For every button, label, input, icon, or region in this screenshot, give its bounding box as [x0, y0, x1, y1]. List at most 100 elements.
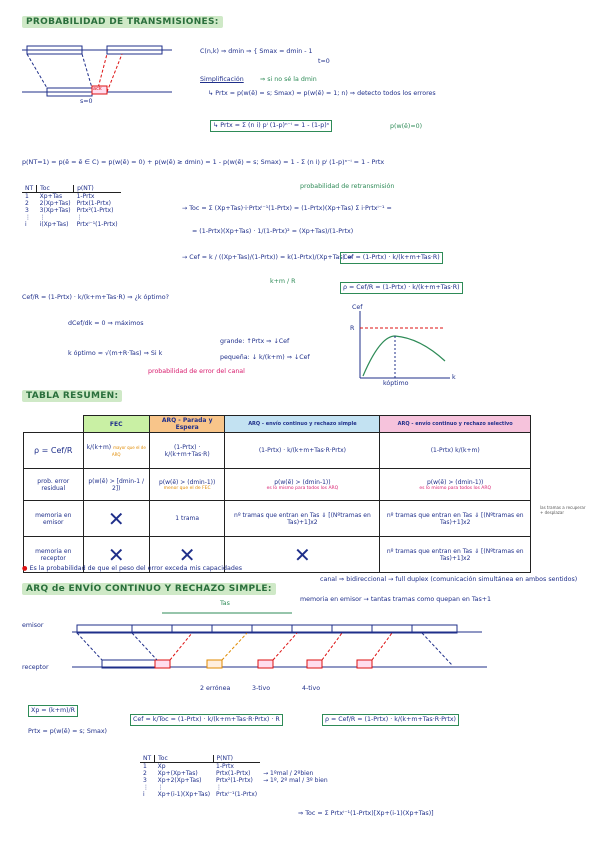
label-erronea: 2 errónea — [200, 685, 231, 692]
table-row: prob. error residual p(w(ē) > [dmin-1 / … — [23, 468, 531, 501]
prtx-line-2: ↳ Prtx = Σ (n i) pⁱ (1-p)ⁿ⁻ⁱ = 1 - (1-p)… — [210, 120, 333, 132]
col-header: p(NT) — [73, 185, 121, 193]
cnk-line: C(n,k) ⇒ dmin ⇒ { Smax = dmin - 1 — [200, 48, 313, 55]
cell: 2(Xp+Tas) — [39, 200, 71, 207]
col-header: P(NT) — [213, 755, 261, 763]
cell: Xp+(Xp+Tas) — [157, 770, 198, 777]
cell: 1-Prtx — [216, 763, 234, 770]
receptor-label: receptor — [22, 664, 49, 671]
graph-x-label: k — [452, 374, 456, 381]
k-pequena: pequeña: ↓ k/(k+m) ⇒ ↓Cef — [220, 354, 310, 361]
col-arq-rsel: ARQ - envío continuo y rechazo selectivo — [379, 415, 531, 433]
graph-y-label: Cef — [352, 304, 363, 311]
graph-kopt-label: kóptimo — [383, 380, 409, 387]
cell: i — [143, 791, 145, 798]
side-note: las tramas a recuperar + desplazar — [540, 505, 586, 515]
cell: k/(k+m) mayor que el de ARQ — [82, 432, 150, 469]
table-row: i Xp+(i-1)(Xp+Tas) Prtxⁱ⁻¹(1-Prtx) — [140, 791, 331, 798]
cell: Xp+2(Xp+Tas) — [157, 777, 202, 784]
cell — [260, 784, 331, 791]
cell: (1-Prtx) · k/(k+m+Tas·R·Prtx) — [224, 432, 381, 469]
cell: Prtxⁱ⁻¹(1-Prtx) — [216, 791, 258, 798]
row-label: memoria en receptor — [23, 536, 84, 573]
km-note: k+m / R — [270, 278, 296, 285]
col-arq-rs: ARQ - envío continuo y rechazo simple — [224, 415, 381, 433]
rho-box: ρ = Cef/R = (1-Prtx) · k/(k+m+Tas·R) — [340, 282, 463, 294]
col-fec: FEC — [82, 415, 150, 433]
ack-label: ack — [93, 86, 102, 92]
cell: i(Xp+Tas) — [39, 221, 69, 228]
title-arq-continuo: ARQ de ENVÍO CONTINUO Y RECHAZO SIMPLE: — [22, 583, 276, 595]
cef-line: → Cef = k / ((Xp+Tas)/(1-Prtx)) = k(1-Pr… — [182, 254, 353, 261]
footnote: ● Es la probabilidad de que el peso del … — [22, 565, 242, 573]
cell: (1-Prtx) · k/(k+m+Tas·R) — [148, 432, 226, 469]
cell: p(w(ē) > (dmin-1))menor que el de FEC — [148, 468, 226, 501]
cell: p(w(ē) > (dmin-1))es lo mismo para todos… — [224, 468, 381, 501]
cell: (1-Prtx) k/(k+m) — [379, 432, 531, 469]
cross-icon: ✕ — [224, 536, 381, 573]
cell: Xp+(i-1)(Xp+Tas) — [157, 791, 211, 798]
cell: Xp — [157, 763, 166, 770]
cell: 2 — [25, 200, 29, 207]
cell: ⋮ — [216, 784, 223, 791]
graph-r-label: R — [350, 325, 355, 332]
title-probabilidad: PROBABILIDAD DE TRANSMISIONES: — [22, 16, 223, 28]
row-label: ρ = Cef/R — [23, 432, 84, 469]
timing-diagram-1 — [22, 45, 172, 97]
cell-value: p(w(ē) > (dmin-1)) — [274, 478, 331, 486]
cell-value: k/(k+m) — [86, 443, 112, 451]
empty-corner — [24, 416, 84, 433]
cell-value: p(w(ē) > (dmin-1)) — [158, 478, 216, 486]
cross-icon: ✕ — [82, 536, 150, 573]
cell-note: menor que el de FEC — [163, 485, 211, 491]
cell: Prtx(1-Prtx) — [76, 200, 112, 207]
row-label: memoria en emisor — [23, 500, 84, 537]
summary-table: FEC ARQ - Parada y Espera ARQ - envío co… — [23, 415, 531, 573]
toc-line-2: = (1-Prtx)(Xp+Tas) · 1/(1-Prtx)² = (Xp+T… — [192, 228, 354, 235]
col-header: Toc — [154, 755, 214, 763]
tas-label: Tas — [220, 600, 230, 607]
row-label: prob. error residual — [23, 468, 84, 501]
cell: ⋮ — [143, 784, 149, 791]
cell: ⋮ — [39, 214, 46, 221]
col-arq-pe: ARQ - Parada y Espera — [148, 415, 226, 433]
label-4tivo: 4-tivo — [302, 685, 321, 692]
cell: → 1ºmal / 2ºbien — [263, 770, 314, 777]
arq-timing-diagram — [72, 612, 487, 669]
cell-note: es lo mismo para todos los ARQ — [419, 485, 491, 491]
simplificacion-label: Simplificación — [200, 76, 244, 83]
col-header: NT — [140, 755, 156, 763]
cell: 1 — [143, 763, 147, 770]
cell — [260, 755, 331, 763]
cef-box: Cef = (1-Prtx) · k/(k+m+Tas·R) — [340, 252, 443, 264]
table-row: ρ = Cef/R k/(k+m) mayor que el de ARQ (1… — [23, 432, 531, 469]
cell-note: es lo mismo para todos los ARQ — [266, 485, 339, 491]
cell: 3(Xp+Tas) — [39, 207, 71, 214]
cell: nº tramas que entran en Tas ⇓ [(Nºtramas… — [379, 500, 531, 537]
col-header: NT — [22, 185, 38, 193]
table-row: memoria en receptor ✕ ✕ ✕ nº tramas que … — [23, 536, 531, 573]
cell: nº tramas que entran en Tas ⇓ [(Nºtramas… — [224, 500, 381, 537]
emisor-label: emisor — [22, 622, 44, 629]
s-zero-label: s=0 — [80, 98, 93, 105]
rho-formula: ρ = Cef/R = (1-Prtx) · k/(k+m+Tas·R·Prtx… — [322, 714, 460, 726]
cell: → 1º, 2º mal / 3º bien — [263, 777, 328, 784]
footnote-text: Es la probabilidad de que el peso del er… — [29, 565, 243, 572]
label-3tivo: 3-tivo — [252, 685, 271, 692]
table-row: memoria en emisor ✕ 1 trama nº tramas qu… — [23, 500, 531, 537]
kopt-line-2: dCef/dk = 0 ⇒ máximos — [68, 320, 144, 327]
pnt1-equation: p(NT=1) = p(ē = ē ∈ C) = p(w(ē) = 0) + p… — [22, 158, 385, 166]
toc-line-1: → Toc = Σ (Xp+Tas)·i·Prtxⁱ⁻¹(1-Prtx) = (… — [182, 205, 392, 212]
cell: ⋮ — [157, 784, 164, 791]
kopt-line-3: k óptimo ≈ √(m+R·Tas) ⇒ Si k — [68, 350, 163, 357]
cell: p(w(ē) > [dmin-1 / 2]) — [82, 468, 150, 501]
table-row: ⋮⋮⋮ — [22, 214, 121, 221]
col-header: Toc — [36, 185, 75, 193]
